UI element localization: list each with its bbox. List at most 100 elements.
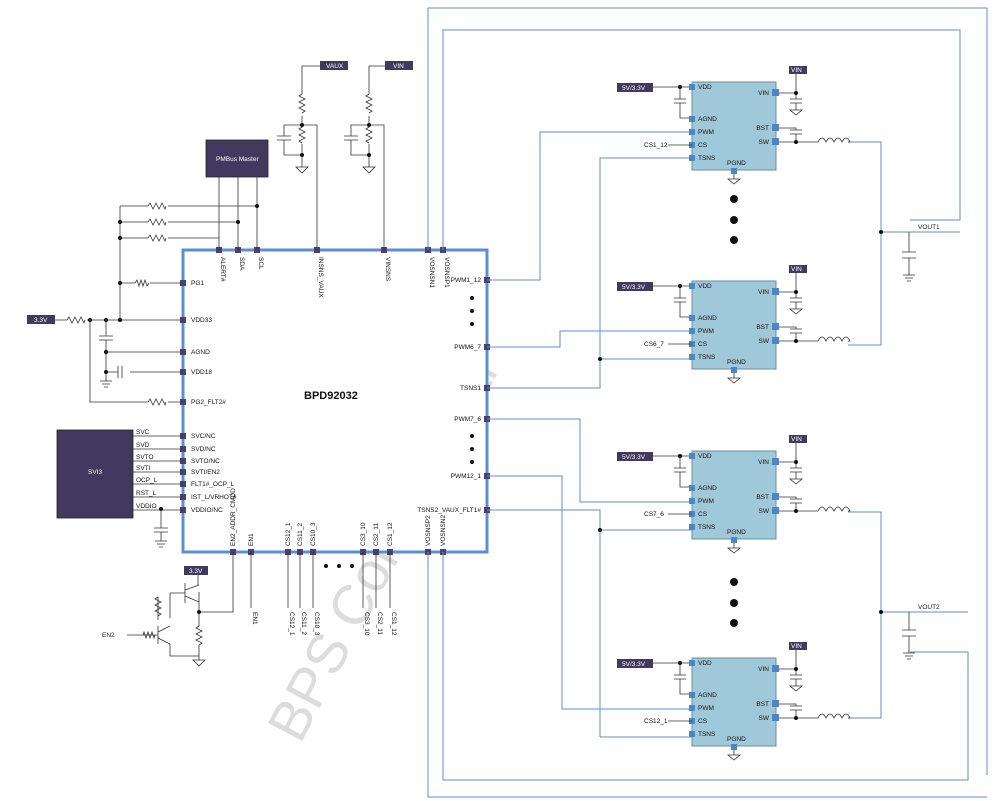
stage-vin-label: VIN (791, 67, 802, 74)
stage-vin-label: VIN (791, 266, 802, 273)
stage-pin-sw: SW (759, 338, 770, 345)
pin-label-alert: ALERT# (219, 257, 226, 282)
pin-label-cs10-3: CS10_3 (310, 522, 317, 546)
pin-label-cs1-12: CS1_12 (387, 522, 394, 546)
pin-label-pwm7-6: PWM7_6 (454, 416, 481, 423)
stage-pin-pwm: PWM (698, 705, 714, 712)
pin-label-en1: EN1 (248, 533, 255, 546)
pin-label-scl: SCL (257, 257, 264, 270)
stage-pin-vin: VIN (758, 289, 769, 296)
svi-signal-svd: SVD (136, 442, 150, 449)
stage-vin-label: VIN (791, 436, 802, 443)
pin-label-tsns2-vaux-flt1: TSNS2_VAUX_FLT1# (417, 507, 481, 514)
stage-chip (691, 280, 777, 370)
svi-signal-svc: SVC (136, 429, 150, 436)
stage-routing (470, 131, 738, 738)
stage-pin-vin: VIN (758, 459, 769, 466)
pin-label-ist-l-vrhot: IST_L/VRHOT# (191, 494, 237, 501)
stage-pin-pwm: PWM (698, 129, 714, 136)
stage-pin-vdd: VDD (698, 84, 712, 91)
pin-label-svti-en2: SVTI/EN2 (191, 469, 220, 476)
vdd33-network: 3.3V (27, 315, 183, 407)
pmbus-master: PMBus Master (205, 139, 269, 250)
net-label-en1: EN1 (251, 612, 258, 625)
pin-label-cs2-11: CS2_11 (373, 523, 380, 546)
stage-supply-label: 5V/3.3V (622, 454, 646, 461)
controller-ic: BPD92032 PG1VDD33AGNDVDD18PG2_FLT2#SVC/N… (180, 247, 490, 555)
stage-pin-cs: CS (698, 341, 708, 348)
net-label-cs12-1: CS12_1 (288, 612, 295, 636)
stage-chip (691, 450, 777, 540)
pin-label-tsns1: TSNS1 (460, 385, 481, 392)
pin-label-vosnsp1: VOSNSP1 (443, 257, 450, 288)
stage-pin-bst: BST (756, 324, 769, 331)
pin-label-pwm1-12: PWM1_12 (451, 277, 482, 284)
pin-label-vosnsn2: VOSNSN2 (440, 515, 447, 546)
pin-label-svto-nc: SVTO/NC (191, 458, 220, 465)
stage-cs-label: CS12_1 (644, 718, 668, 725)
stage-pin-pgnd: PGND (727, 529, 746, 536)
pin-label-vosnsn1: VOSNSN1 (428, 257, 435, 288)
stage-pin-pgnd: PGND (727, 359, 746, 366)
en-3v3-label: 3.3V (189, 568, 203, 575)
stage-pin-agnd: AGND (698, 315, 717, 322)
stage-pin-agnd: AGND (698, 485, 717, 492)
stage-pin-agnd: AGND (698, 116, 717, 123)
stage-pin-tsns: TSNS (698, 524, 716, 531)
stage-pin-sw: SW (759, 508, 770, 515)
pmbus-pullups (118, 202, 259, 320)
svi-signal-vddio: VDDIO (136, 503, 157, 510)
pin-label-vddio-nc: VDDIO/NC (191, 507, 223, 514)
pin-label-vosnsp2: VOSNSP2 (425, 515, 432, 546)
svi-signal-svti: SVTI (136, 465, 151, 472)
sense-dividers: VAUX VIN (277, 61, 413, 250)
pin-label-svc-nc: SVC/NC (191, 433, 216, 440)
stage-pin-bst: BST (756, 494, 769, 501)
net-label-cs10-3: CS10_3 (313, 612, 320, 636)
stage-supply-label: 5V/3.3V (622, 661, 646, 668)
pin-label-pg1: PG1 (191, 280, 204, 287)
svi-signal-ocp-l: OCP_L (136, 477, 158, 484)
vin-rail-label: VIN (393, 63, 404, 70)
stage-pin-cs: CS (698, 142, 708, 149)
stage-pin-pgnd: PGND (727, 160, 746, 167)
rail-3v3-label: 3.3V (34, 317, 48, 324)
stage-pin-sw: SW (759, 715, 770, 722)
stage-pin-vdd: VDD (698, 453, 712, 460)
pmbus-master-label: PMBus Master (216, 156, 259, 163)
vaux-rail-label: VAUX (326, 63, 344, 70)
power-stages: 5V/3.3V VDD AGND PWM CS TSNS VIN BST SW PGND VIN CS… (617, 66, 851, 761)
en2-circuit: 3.3V EN2 (102, 552, 234, 667)
stage-cs-label: CS7_6 (644, 511, 664, 518)
stage-supply-label: 5V/3.3V (622, 85, 646, 92)
vout2-label: VOUT2 (918, 604, 940, 611)
stage-pin-vdd: VDD (698, 283, 712, 290)
pin-label-pwm6-7: PWM6_7 (454, 344, 481, 351)
pin-label-cs11-2: CS11_2 (297, 523, 304, 546)
stage-pin-vin: VIN (758, 90, 769, 97)
pin-label-svd-nc: SVD/NC (191, 446, 216, 453)
stage-chip (691, 657, 777, 747)
pin-label-cs12-1: CS12_1 (285, 522, 292, 546)
net-label-cs3-10: CS3_10 (363, 612, 370, 636)
stage-pin-tsns: TSNS (698, 354, 716, 361)
stage-pin-cs: CS (698, 718, 708, 725)
stage-pin-bst: BST (756, 125, 769, 132)
pin-label-vinsns: VINSNS (384, 257, 391, 282)
pin-label-cs3-10: CS3_10 (360, 522, 367, 546)
pin-label-en2-addr-cmdd: EN2_ADDR_CMDD (230, 488, 237, 546)
svi-signal-svto: SVTO (136, 454, 154, 461)
net-label-cs11-2: CS11_2 (300, 612, 307, 635)
stage-cs-label: CS6_7 (644, 341, 664, 348)
stage-vin-label: VIN (791, 643, 802, 650)
stage-cs-label: CS1_12 (644, 142, 668, 149)
stage-pin-cs: CS (698, 511, 708, 518)
stage-pin-agnd: AGND (698, 692, 717, 699)
output-rails: VOUT1 VOUT2 (848, 141, 968, 719)
stage-supply-label: 5V/3.3V (622, 284, 646, 291)
